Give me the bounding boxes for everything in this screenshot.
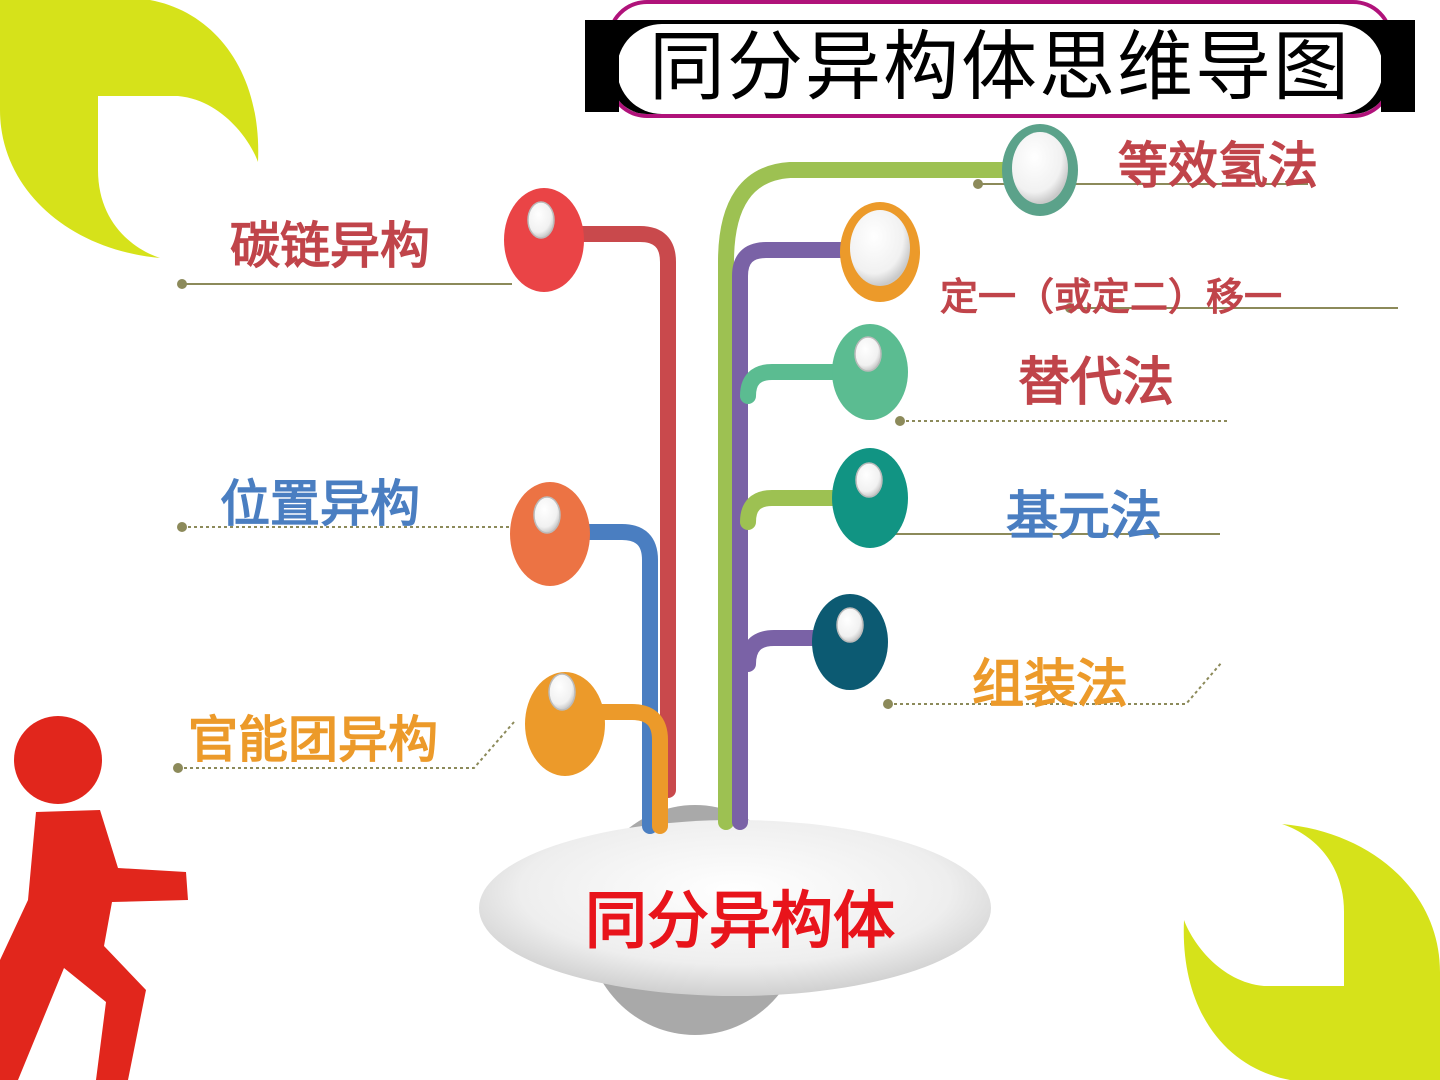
title-frame: [607, 0, 1393, 118]
center-node-label: 同分异构体: [584, 884, 895, 957]
label-assembly-method: 组装法: [972, 655, 1129, 715]
walking-person-icon: [0, 716, 188, 1080]
branch-tube-functional-group: [554, 704, 668, 834]
label-functional-group-isomerism: 官能团异构: [188, 711, 438, 769]
branch-tube-assembly: [740, 630, 856, 672]
branch-tube-radical: [740, 490, 876, 530]
label-equivalent-hydrogen-method: 等效氢法: [1118, 137, 1318, 195]
node-equivalent-h: [1002, 124, 1078, 216]
corner-decoration-top-left: [0, 0, 259, 258]
label-carbon-chain-isomerism: 碳链异构: [230, 217, 430, 275]
title-banner: 同分异构体思维导图: [585, 0, 1415, 118]
node-position: [510, 482, 590, 586]
label-substitution-method: 替代法: [1018, 353, 1175, 413]
label-position-isomerism: 位置异构: [220, 475, 420, 533]
branch-tube-fix-one: [732, 242, 884, 830]
label-fix-one-move-one-method: 定一（或定二）移一: [940, 275, 1283, 319]
branch-tube-carbon-chain: [534, 226, 676, 798]
title-bracket-left: [585, 20, 619, 112]
label-radical-method: 基元法: [1006, 487, 1163, 547]
center-node-blob: [479, 805, 991, 1035]
node-substitution: [832, 324, 908, 420]
node-assembly: [812, 594, 888, 690]
corner-decoration-bottom-right: [1183, 824, 1440, 1080]
page-title: 同分异构体思维导图: [649, 22, 1351, 111]
branch-tube-position: [540, 524, 658, 834]
branch-tubes: [534, 162, 1046, 834]
branch-tube-substitution: [740, 364, 876, 404]
branch-tube-equivalent-h: [718, 162, 1046, 830]
node-fix-one: [840, 202, 920, 302]
node-radical: [832, 448, 908, 548]
branch-nodes: [504, 124, 1078, 776]
title-bracket-right: [1381, 20, 1415, 112]
node-carbon-chain: [504, 188, 584, 292]
node-functional-group: [525, 672, 605, 776]
